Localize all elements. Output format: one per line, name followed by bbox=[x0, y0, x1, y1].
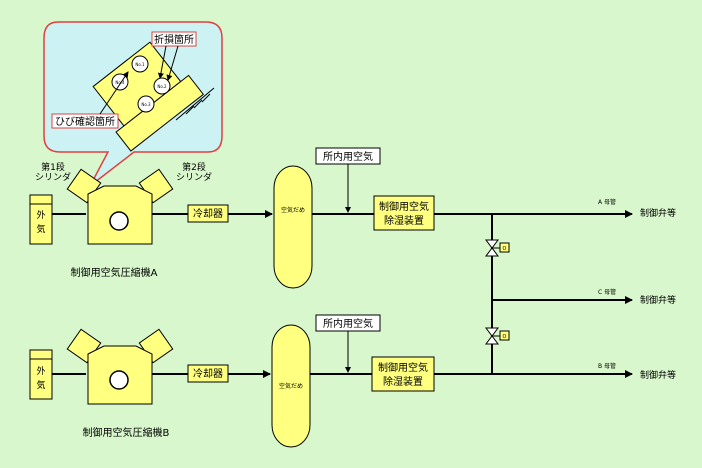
crack-location-label: ひび確認箇所 bbox=[51, 113, 119, 129]
air-receiver-b: 空気だめ bbox=[271, 324, 311, 448]
bolt-label-no2: No.2 bbox=[157, 84, 167, 89]
destination-b: 制御弁等 bbox=[640, 369, 676, 381]
outside-air-label-a2: 気 bbox=[36, 223, 45, 235]
polygon-shape bbox=[485, 335, 499, 345]
label-text: 冷却器 bbox=[193, 207, 223, 220]
bolt-label-no3: No.3 bbox=[141, 102, 151, 107]
stage1-label-1: 第1段 bbox=[41, 161, 65, 173]
outside-air-intake-b: 外 気 bbox=[29, 349, 53, 400]
rect-shape bbox=[29, 194, 53, 205]
label-text: 空気だめ bbox=[279, 382, 303, 390]
bolt-no2: No.2 bbox=[153, 77, 171, 95]
stage1-label-2: シリンダ bbox=[35, 171, 71, 183]
cross-tie: O O C 母管 制御弁等 bbox=[485, 214, 676, 374]
dehumidifier-a: 制御用空気 除湿装置 bbox=[373, 195, 435, 231]
cylinder-head-closeup bbox=[92, 41, 205, 152]
rect-shape bbox=[51, 113, 119, 129]
pipe-line bbox=[201, 93, 211, 103]
rect-shape bbox=[371, 356, 435, 392]
label-text: 空気だめ bbox=[281, 206, 305, 214]
rect-shape bbox=[373, 195, 435, 231]
compressor-a bbox=[66, 168, 174, 245]
valve-upper: O bbox=[485, 239, 510, 257]
polygon-shape bbox=[485, 327, 499, 337]
label-text: 所内用空気 bbox=[323, 317, 373, 330]
plant-air-b: 所内用空気 bbox=[315, 314, 381, 332]
rect-shape bbox=[271, 324, 311, 448]
line-b: 外 気 制御用空気圧縮機B 冷却器 空気だめ 所内用空 bbox=[29, 314, 676, 448]
label-text: 気 bbox=[36, 379, 45, 391]
circle-shape bbox=[131, 55, 149, 73]
label-text: 制御用空気 bbox=[378, 361, 428, 374]
header-c-label: C 母管 bbox=[598, 288, 616, 296]
destination-c: 制御弁等 bbox=[640, 294, 676, 306]
destination-a: 制御弁等 bbox=[640, 207, 676, 219]
label-text: 除湿装置 bbox=[383, 375, 423, 388]
pipe-line bbox=[99, 71, 129, 115]
outside-air-label-a1: 外 bbox=[36, 209, 45, 221]
circle-shape bbox=[137, 95, 155, 113]
stage2-label-1: 第2段 bbox=[182, 161, 206, 173]
line-a: 外 気 制御用空気圧縮機A 第1段 シリンダ 第2段 シリンダ 冷却器 bbox=[29, 147, 676, 289]
polygon-shape bbox=[485, 247, 499, 257]
label-text: O bbox=[503, 334, 507, 340]
outside-air-intake-a: 外 気 bbox=[29, 194, 53, 245]
label-text: 折損箇所 bbox=[154, 33, 194, 46]
polygon-shape bbox=[485, 239, 499, 249]
cooler-b: 冷却器 bbox=[187, 364, 229, 383]
pipe-line bbox=[193, 99, 203, 109]
pipe-line bbox=[157, 45, 167, 79]
circle-shape bbox=[109, 370, 129, 390]
stage2-label-2: シリンダ bbox=[176, 171, 212, 183]
label-text: O bbox=[503, 246, 507, 252]
callout-detail: No.1 No.2 No.3 No.4 折損箇所 ひび確認箇所 bbox=[43, 21, 223, 187]
bolt-label-no4: No.4 bbox=[115, 80, 125, 85]
pipe-line bbox=[175, 87, 215, 121]
bolt-no3: No.3 bbox=[137, 95, 155, 113]
compressor-b bbox=[66, 328, 174, 405]
rect-shape bbox=[273, 165, 313, 289]
rect-shape bbox=[29, 349, 53, 360]
rect-shape bbox=[151, 31, 197, 47]
plant-air-a: 所内用空気 bbox=[315, 147, 381, 165]
pipe-line bbox=[166, 45, 179, 81]
rect-shape bbox=[499, 242, 510, 253]
header-a-label: A 母管 bbox=[598, 198, 616, 206]
rect-shape bbox=[499, 330, 510, 341]
pipe-line bbox=[185, 105, 195, 115]
cooler-a: 冷却器 bbox=[187, 204, 229, 223]
label-text: ひび確認箇所 bbox=[55, 115, 115, 128]
air-receiver-a: 空気だめ bbox=[273, 165, 313, 289]
valve-lower: O bbox=[485, 327, 510, 345]
label-text: 除湿装置 bbox=[384, 214, 424, 227]
label-text: 冷却器 bbox=[193, 367, 223, 380]
circle-shape bbox=[109, 211, 129, 231]
rect-shape bbox=[29, 203, 53, 245]
rect-shape bbox=[29, 358, 53, 400]
compressor-a-caption: 制御用空気圧縮機A bbox=[71, 266, 158, 279]
label-text: 所内用空気 bbox=[323, 150, 373, 163]
base-hatching bbox=[175, 87, 215, 121]
label-text: 外 bbox=[36, 365, 45, 377]
bolt-no1: No.1 bbox=[131, 55, 149, 73]
dehumidifier-b: 制御用空気 除湿装置 bbox=[371, 356, 435, 392]
compressor-b-caption: 制御用空気圧縮機B bbox=[83, 426, 170, 439]
bolt-label-no1: No.1 bbox=[135, 62, 145, 67]
break-location-label: 折損箇所 bbox=[151, 31, 197, 47]
label-text: 制御用空気 bbox=[379, 200, 429, 213]
header-b-label: B 母管 bbox=[598, 362, 616, 370]
